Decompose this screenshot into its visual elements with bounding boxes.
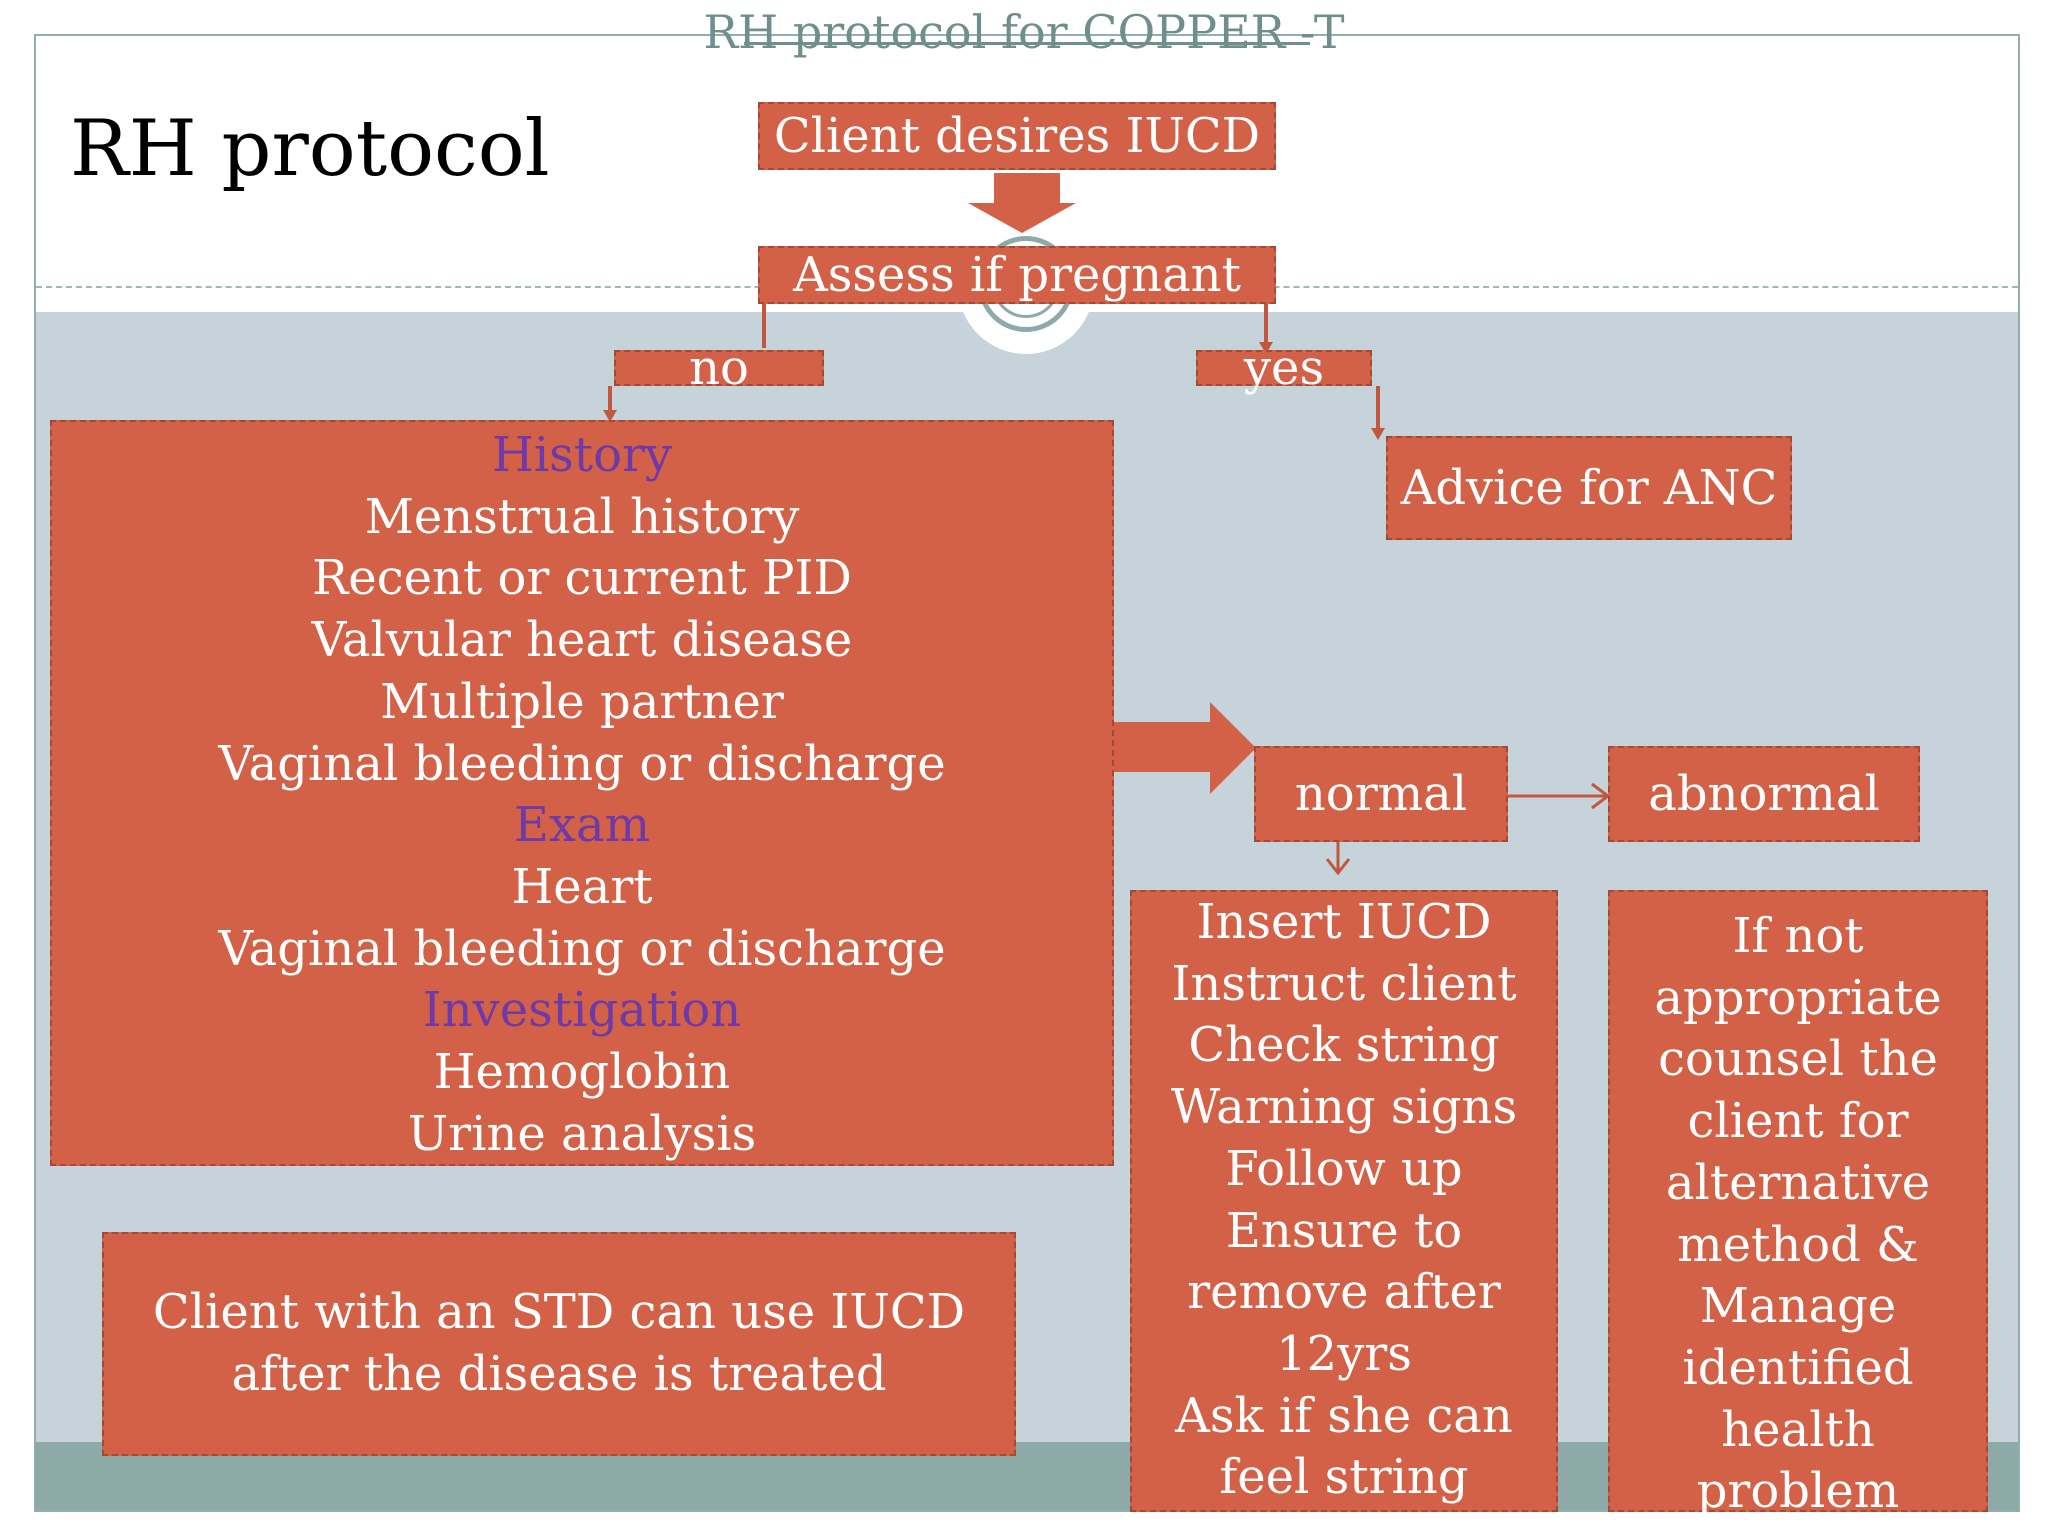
checklist-section-heading: Exam	[513, 797, 651, 854]
insert-step-line: Ask if she can	[1175, 1387, 1513, 1444]
connector-normal-to-insert-head	[1325, 858, 1351, 876]
checklist-item: Multiple partner	[380, 673, 784, 730]
slide-caption: RH protocol for COPPER -T	[0, 2, 2048, 62]
slide-frame	[34, 34, 2020, 1512]
checklist-section-heading: Investigation	[422, 982, 742, 1039]
no-box: no	[614, 340, 824, 396]
slide-caption-text: RH protocol for COPPER -T	[703, 5, 1345, 59]
abnormal-action-line: problem	[1696, 1463, 1900, 1520]
checklist-item: Menstrual history	[364, 488, 800, 545]
connector-yes-to-anc-head	[1371, 428, 1385, 440]
abnormal-box-label: abnormal	[1648, 766, 1880, 822]
slide-title: RH protocol	[70, 104, 550, 194]
abnormal-action-line: identified	[1682, 1339, 1914, 1396]
std-note-line: after the disease is treated	[231, 1346, 887, 1402]
checklist-section-heading: History	[491, 427, 673, 483]
std-note-line: Client with an STD can use IUCD	[152, 1284, 966, 1341]
abnormal-action-line: Manage	[1699, 1278, 1897, 1335]
checklist-item: Valvular heart disease	[311, 612, 853, 669]
insert-step-line: 12yrs	[1276, 1325, 1412, 1382]
connector-assess-to-yes-head	[1259, 342, 1273, 354]
abnormal-action-line: alternative	[1665, 1154, 1931, 1211]
connector-no-to-checklist-head	[603, 410, 617, 422]
insert-step-line: remove after	[1187, 1264, 1501, 1321]
insert-step-line: Ensure to	[1225, 1202, 1463, 1259]
assess-box: Assess if pregnant	[758, 246, 1276, 304]
assess-box-label: Assess if pregnant	[793, 247, 1241, 303]
anc-box: Advice for ANC	[1386, 436, 1792, 540]
normal-box: normal	[1254, 746, 1508, 842]
yes-box: yes	[1196, 340, 1372, 396]
yes-box-label: yes	[1243, 340, 1325, 396]
insert-step-line: Follow up	[1225, 1140, 1463, 1197]
insert-step-line: Check string	[1188, 1017, 1500, 1074]
arrow-start-to-assess	[968, 173, 1076, 233]
abnormal-action-line: client for	[1687, 1093, 1909, 1150]
start-box: Client desires IUCD	[758, 102, 1276, 170]
checklist-item: Vaginal bleeding or discharge	[218, 920, 946, 977]
checklist-item: Heart	[511, 858, 653, 915]
insert-step-line: Warning signs	[1170, 1079, 1518, 1136]
abnormal-action-line: appropriate	[1654, 969, 1942, 1026]
checklist-item: Recent or current PID	[312, 550, 852, 607]
checklist-item: Vaginal bleeding or discharge	[218, 735, 946, 792]
arrow-checklist-to-normal	[1112, 702, 1256, 794]
abnormal-action-line: method &	[1677, 1216, 1919, 1273]
checklist-item: Urine analysis	[407, 1105, 757, 1162]
insert-step-line: feel string	[1219, 1449, 1469, 1506]
insert-step-line: Instruct client	[1171, 955, 1517, 1012]
no-box-label: no	[689, 340, 749, 396]
abnormal-box: abnormal	[1608, 746, 1920, 842]
anc-box-label: Advice for ANC	[1400, 460, 1778, 516]
checklist-item: Hemoglobin	[433, 1044, 731, 1101]
abnormal-action-line: counsel the	[1658, 1031, 1938, 1088]
start-box-label: Client desires IUCD	[773, 108, 1261, 164]
insert-step-line: Insert IUCD	[1196, 894, 1492, 950]
caption-strikethrough	[744, 42, 1310, 45]
abnormal-action-line: If not	[1732, 908, 1864, 964]
abnormal-action-line: health	[1721, 1401, 1875, 1458]
normal-box-label: normal	[1294, 766, 1468, 822]
